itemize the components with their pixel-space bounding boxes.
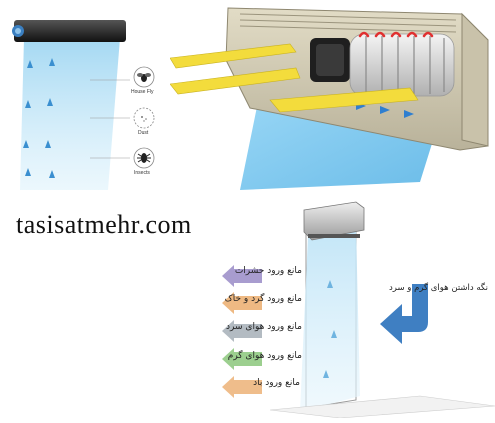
- door-air-curtain-panel: [180, 200, 495, 419]
- site-label: tasisatmehr.com: [16, 210, 192, 239]
- door-air-curtain-illustration: [269, 201, 495, 419]
- benefit-label-wind: مانع ورود باد: [253, 378, 300, 388]
- benefit-label-hot: مانع ورود هوای گرم: [227, 351, 302, 361]
- insects-icon: [133, 147, 155, 169]
- left-air-curtain-illustration: [12, 20, 130, 190]
- housefly-icon: [133, 66, 155, 88]
- keep-air-label: نگه داشتن هوای گرم و سرد: [388, 283, 488, 293]
- benefit-label-cold: مانع ورود هوای سرد: [226, 322, 302, 332]
- left-air-curtain-panel: House Fly Dust Insects: [0, 0, 170, 200]
- benefit-arrow-dust: [222, 292, 264, 314]
- benefit-label-insects: مانع ورود حشرات: [234, 266, 302, 276]
- housefly-label: House Fly: [131, 89, 154, 95]
- benefit-arrow-insects: [222, 265, 264, 287]
- dust-label: Dust: [138, 130, 149, 136]
- benefit-arrow-cold: [222, 320, 264, 342]
- benefit-arrow-wind: [222, 376, 264, 398]
- keep-air-arrow: [378, 278, 438, 350]
- insects-label: Insects: [134, 170, 150, 176]
- dust-icon: [133, 107, 155, 129]
- benefit-label-dust: مانع ورود گرد و خاک: [224, 294, 302, 304]
- cutaway-unit-illustration: [169, 0, 495, 200]
- benefit-arrow-hot: [222, 348, 264, 370]
